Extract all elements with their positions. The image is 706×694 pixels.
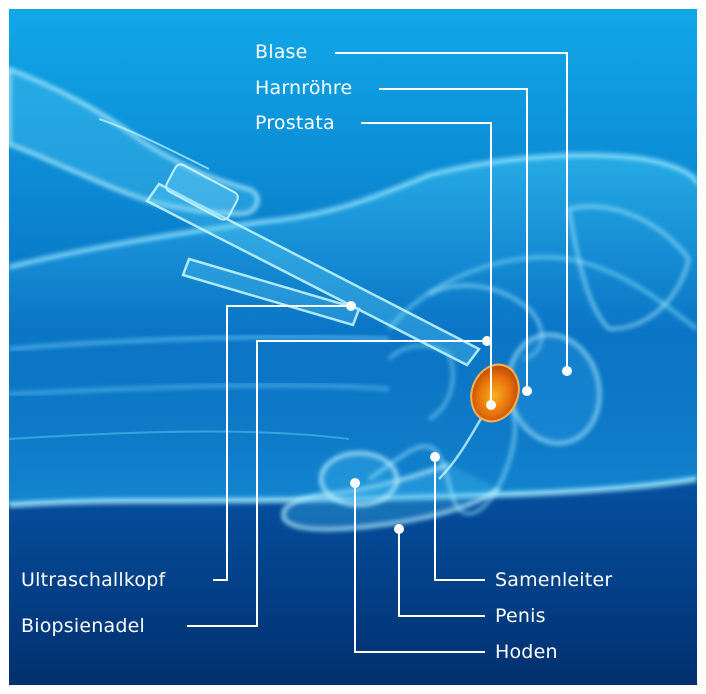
label-harnroehre: Harnröhre	[255, 77, 352, 99]
dot-harnroehre	[522, 386, 532, 396]
dot-biopsienadel	[482, 336, 492, 346]
label-samenleiter: Samenleiter	[495, 569, 612, 591]
dot-samenleiter	[430, 452, 440, 462]
label-hoden: Hoden	[495, 641, 558, 663]
dot-prostata	[486, 400, 496, 410]
label-ultraschallkopf: Ultraschallkopf	[21, 569, 165, 591]
anatomy-illustration: Blase Harnröhre Prostata Ultraschallkopf…	[9, 9, 697, 685]
dot-penis	[394, 524, 404, 534]
label-blase: Blase	[255, 41, 308, 63]
label-penis: Penis	[495, 605, 546, 627]
dot-blase	[562, 366, 572, 376]
label-biopsienadel: Biopsienadel	[21, 615, 145, 637]
dot-ultraschallkopf	[346, 301, 356, 311]
label-prostata: Prostata	[255, 112, 335, 134]
dot-hoden	[350, 478, 360, 488]
